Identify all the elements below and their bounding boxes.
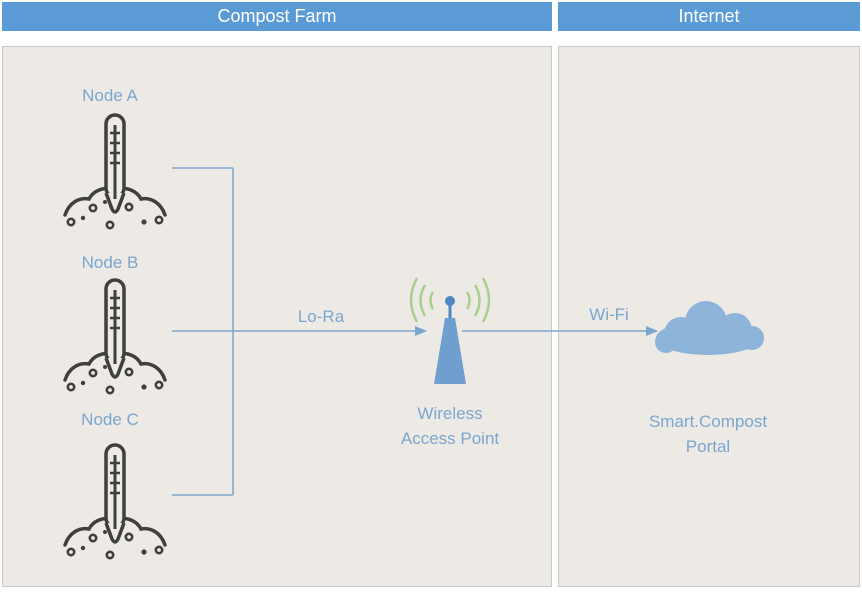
wireless-tower-icon	[409, 277, 491, 384]
access-point-label-line2: Access Point	[400, 429, 500, 448]
lora-label: Lo-Ra	[297, 307, 345, 326]
node-c-thermometer-soil-icon	[63, 443, 167, 560]
access-point-label-line1: Wireless	[417, 404, 483, 423]
cloud-icon	[655, 301, 764, 355]
portal-label-line2: Portal	[685, 437, 731, 456]
wifi-label: Wi-Fi	[589, 305, 629, 324]
node-c-label: Node C	[81, 410, 139, 429]
portal-label-line1: Smart.Compost	[648, 412, 768, 431]
node-b-label: Node B	[81, 253, 139, 272]
compost-farm-panel	[2, 46, 552, 587]
node-a-thermometer-soil-icon	[63, 113, 167, 230]
compost-farm-header: Compost Farm	[2, 2, 552, 31]
internet-header: Internet	[558, 2, 860, 31]
node-a-label: Node A	[82, 86, 138, 105]
lora-connector	[172, 167, 427, 496]
node-b-thermometer-soil-icon	[63, 278, 167, 395]
